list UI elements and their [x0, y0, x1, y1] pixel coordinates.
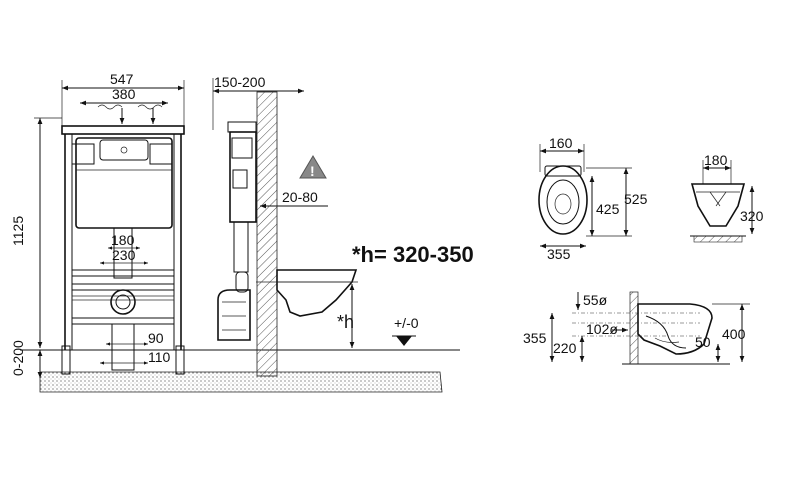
level-label: +/-0: [394, 315, 419, 331]
bowl-top-view: 160 425 525 355: [538, 135, 648, 262]
dim-150-200: 150-200: [214, 74, 266, 90]
dim-55: 55ø: [583, 292, 608, 308]
dim-110: 110: [148, 349, 171, 365]
dim-230: 230: [112, 247, 136, 263]
dim-0-200: 0-200: [10, 340, 26, 376]
dim-180: 180: [111, 232, 135, 248]
dim-547: 547: [110, 71, 134, 87]
dim-90: 90: [148, 330, 164, 346]
level-icon: [396, 336, 412, 346]
dim-525: 525: [624, 191, 648, 207]
front-view: 547 380 180 230: [10, 71, 185, 378]
dim-160: 160: [549, 135, 573, 151]
side-view: 150-200 ! 20-80 *h= 320-350 *h +/-0: [212, 74, 474, 377]
dim-220: 220: [553, 340, 577, 356]
h-label: *h: [337, 312, 354, 332]
dim-50: 50: [695, 334, 711, 350]
dim-180-front: 180: [704, 152, 728, 168]
dim-102: 102ø: [586, 321, 618, 337]
dim-1125: 1125: [10, 216, 26, 246]
dim-320: 320: [740, 208, 764, 224]
dim-355-top: 355: [547, 246, 571, 262]
dim-400: 400: [722, 326, 746, 342]
dim-355-side: 355: [523, 330, 547, 346]
bowl-front-view: 180 320: [690, 152, 764, 243]
floor: [20, 349, 460, 393]
height-note: *h= 320-350: [352, 242, 474, 267]
dim-425: 425: [596, 201, 620, 217]
svg-text:!: !: [310, 163, 315, 179]
warning-icon: [299, 155, 327, 179]
dim-20-80: 20-80: [282, 189, 318, 205]
bowl-side-view: 55ø 102ø 355 220 400 50: [523, 291, 750, 365]
dim-380: 380: [112, 86, 136, 102]
